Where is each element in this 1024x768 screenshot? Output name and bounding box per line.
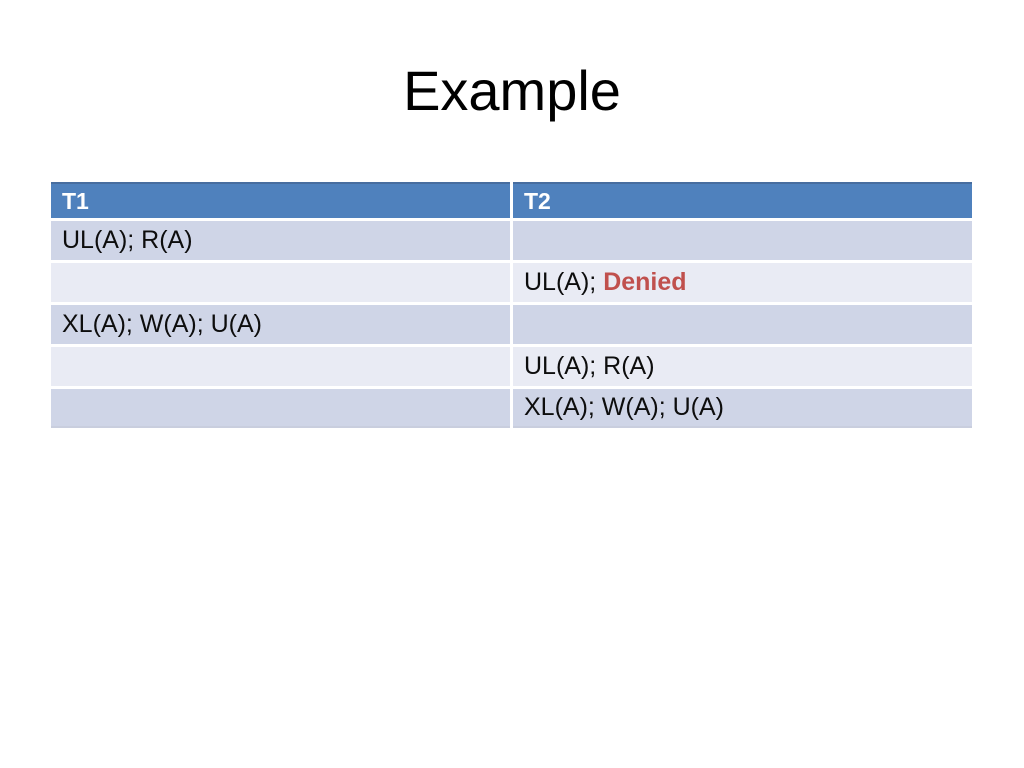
table-row: UL(A); R(A)	[51, 347, 972, 386]
cell-row2-t2: UL(A); Denied	[513, 263, 972, 302]
cell-row5-t2: XL(A); W(A); U(A)	[513, 389, 972, 428]
cell-row3-t1: XL(A); W(A); U(A)	[51, 305, 510, 344]
cell-row4-t2: UL(A); R(A)	[513, 347, 972, 386]
cell-row1-t2	[513, 221, 972, 260]
table-row: XL(A); W(A); U(A)	[51, 389, 972, 428]
denied-label: Denied	[603, 268, 687, 296]
column-header-t2: T2	[513, 182, 972, 218]
table-row: UL(A); Denied	[51, 263, 972, 302]
table-row: UL(A); R(A)	[51, 221, 972, 260]
column-header-t1: T1	[51, 182, 510, 218]
table-row: XL(A); W(A); U(A)	[51, 305, 972, 344]
lock-schedule-table: T1 T2 UL(A); R(A) UL(A); Denied XL(A); W…	[51, 182, 972, 431]
slide-title: Example	[403, 59, 621, 122]
cell-row1-t1: UL(A); R(A)	[51, 221, 510, 260]
cell-row2-t2-text: UL(A);	[524, 268, 604, 296]
cell-row4-t1	[51, 347, 510, 386]
cell-row2-t1	[51, 263, 510, 302]
cell-row3-t2	[513, 305, 972, 344]
table-header-row: T1 T2	[51, 182, 972, 218]
cell-row5-t1	[51, 389, 510, 428]
